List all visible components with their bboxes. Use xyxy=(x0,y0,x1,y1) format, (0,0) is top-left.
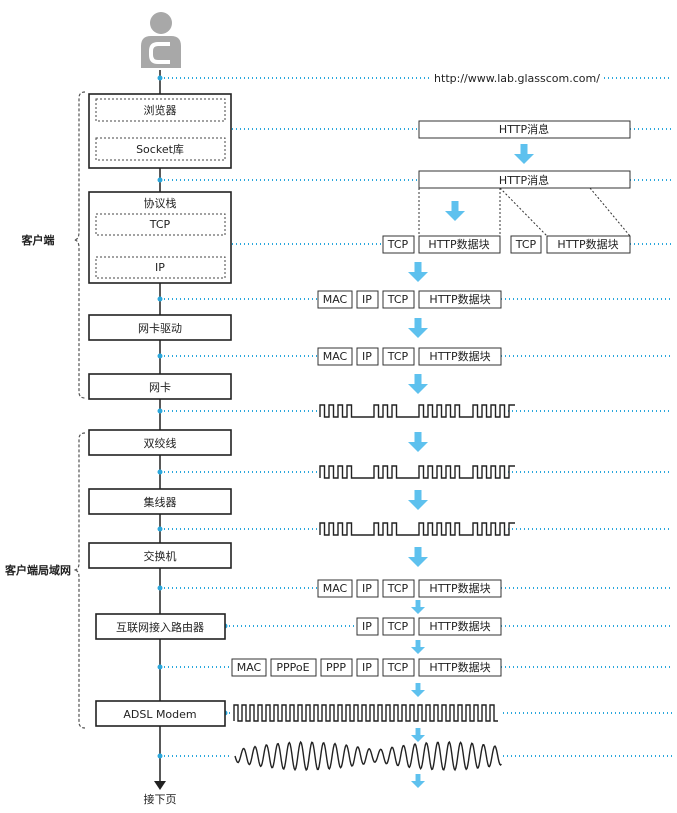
down-arrow xyxy=(408,262,428,282)
down-arrow xyxy=(514,144,534,164)
mac-label: MAC xyxy=(323,293,348,306)
ip-label: IP xyxy=(362,620,372,633)
ip-label: IP xyxy=(362,350,372,363)
http-block-label: HTTP数据块 xyxy=(429,292,490,306)
packet-row-switch: MAC IP TCP HTTP数据块 xyxy=(317,579,502,598)
tcp-label: TCP xyxy=(387,350,409,363)
mac-label: MAC xyxy=(323,350,348,363)
router-label: 互联网接入路由器 xyxy=(116,620,204,634)
tcp-layer-label: TCP xyxy=(149,218,171,231)
tcp-header-label: TCP xyxy=(387,238,409,251)
modem-box xyxy=(95,700,226,727)
url-label: http://www.lab.glasscom.com/ xyxy=(434,72,600,85)
down-arrow xyxy=(411,640,425,654)
down-arrow xyxy=(411,774,425,788)
packet-row-ip: MAC IP TCP HTTP数据块 xyxy=(317,290,502,309)
packet-row-router: IP TCP HTTP数据块 xyxy=(356,617,502,636)
tcp-label: TCP xyxy=(387,620,409,633)
nic-driver-label: 网卡驱动 xyxy=(138,322,182,335)
next-page-label: 接下页 xyxy=(144,793,177,806)
protocol-stack-label: 协议栈 xyxy=(144,196,177,210)
pppoe-label: PPPoE xyxy=(276,661,309,674)
down-arrow xyxy=(408,547,428,567)
switch-label: 交换机 xyxy=(144,549,177,563)
tcp-label: TCP xyxy=(387,582,409,595)
http-block-label-a: HTTP数据块 xyxy=(428,237,489,251)
adsl-signal xyxy=(233,704,498,722)
mac-label: MAC xyxy=(237,661,262,674)
down-arrow xyxy=(411,683,425,697)
modem-label: ADSL Modem xyxy=(123,708,196,721)
router-box xyxy=(95,613,226,640)
client-group-label: 客户端 xyxy=(21,233,55,247)
tcp-header-box-b xyxy=(510,235,542,254)
client-bracket xyxy=(73,91,86,399)
http-message-box-2 xyxy=(418,170,631,189)
socket-label: Socket库 xyxy=(136,143,184,156)
http-message-label-1: HTTP消息 xyxy=(499,122,549,136)
digital-wave xyxy=(319,404,515,418)
ppp-label: PPP xyxy=(326,661,346,674)
switch-box xyxy=(88,542,232,569)
digital-wave xyxy=(319,522,515,536)
down-arrow xyxy=(408,490,428,510)
packet-row-pppoe: MAC PPPoE PPP IP TCP HTTP数据块 xyxy=(231,658,502,677)
twisted-pair-box xyxy=(88,429,232,456)
browser-box xyxy=(95,98,226,122)
down-arrow xyxy=(411,728,425,742)
browser-label: 浏览器 xyxy=(144,103,177,117)
http-block-label: HTTP数据块 xyxy=(429,619,490,633)
packet-row-mac: MAC IP TCP HTTP数据块 xyxy=(317,347,502,366)
nic-driver-box xyxy=(88,314,232,341)
http-block-label-b: HTTP数据块 xyxy=(557,237,618,251)
mac-label: MAC xyxy=(323,582,348,595)
tcp-header-label-b: TCP xyxy=(515,238,537,251)
hub-box xyxy=(88,488,232,515)
down-arrow xyxy=(411,600,425,614)
http-block-box-b xyxy=(546,235,631,254)
main-flow-arrowhead xyxy=(154,781,166,790)
http-message-box-1 xyxy=(418,120,631,139)
down-arrow xyxy=(408,374,428,394)
client-lan-bracket xyxy=(73,432,86,729)
tcp-header-box xyxy=(382,235,415,254)
adsl-square-wave xyxy=(233,704,498,722)
nic-box xyxy=(88,373,232,400)
tcp-label: TCP xyxy=(387,293,409,306)
socket-box xyxy=(95,137,226,161)
http-block-label: HTTP数据块 xyxy=(429,349,490,363)
tcp-label: TCP xyxy=(387,661,409,674)
down-arrows xyxy=(408,144,534,788)
hub-label: 集线器 xyxy=(144,495,177,509)
down-arrow xyxy=(408,318,428,338)
analog-signal xyxy=(234,740,502,772)
http-block-box-a xyxy=(418,235,501,254)
ip-label: IP xyxy=(362,293,372,306)
down-arrow xyxy=(445,201,465,221)
twisted-pair-label: 双绞线 xyxy=(144,436,177,450)
http-message-label-2: HTTP消息 xyxy=(499,173,549,187)
client-lan-group-label: 客户端局域网 xyxy=(4,563,71,577)
nic-label: 网卡 xyxy=(149,381,171,394)
ip-label: IP xyxy=(362,582,372,595)
http-block-label: HTTP数据块 xyxy=(429,581,490,595)
ip-layer-box xyxy=(95,256,226,279)
user-icon xyxy=(141,12,181,68)
digital-signal-waves xyxy=(319,404,515,536)
down-arrow xyxy=(408,432,428,452)
tcp-layer-box xyxy=(95,213,226,236)
http-block-label: HTTP数据块 xyxy=(429,660,490,674)
digital-wave xyxy=(319,465,515,479)
ip-label: IP xyxy=(362,661,372,674)
ip-layer-label: IP xyxy=(155,261,165,274)
